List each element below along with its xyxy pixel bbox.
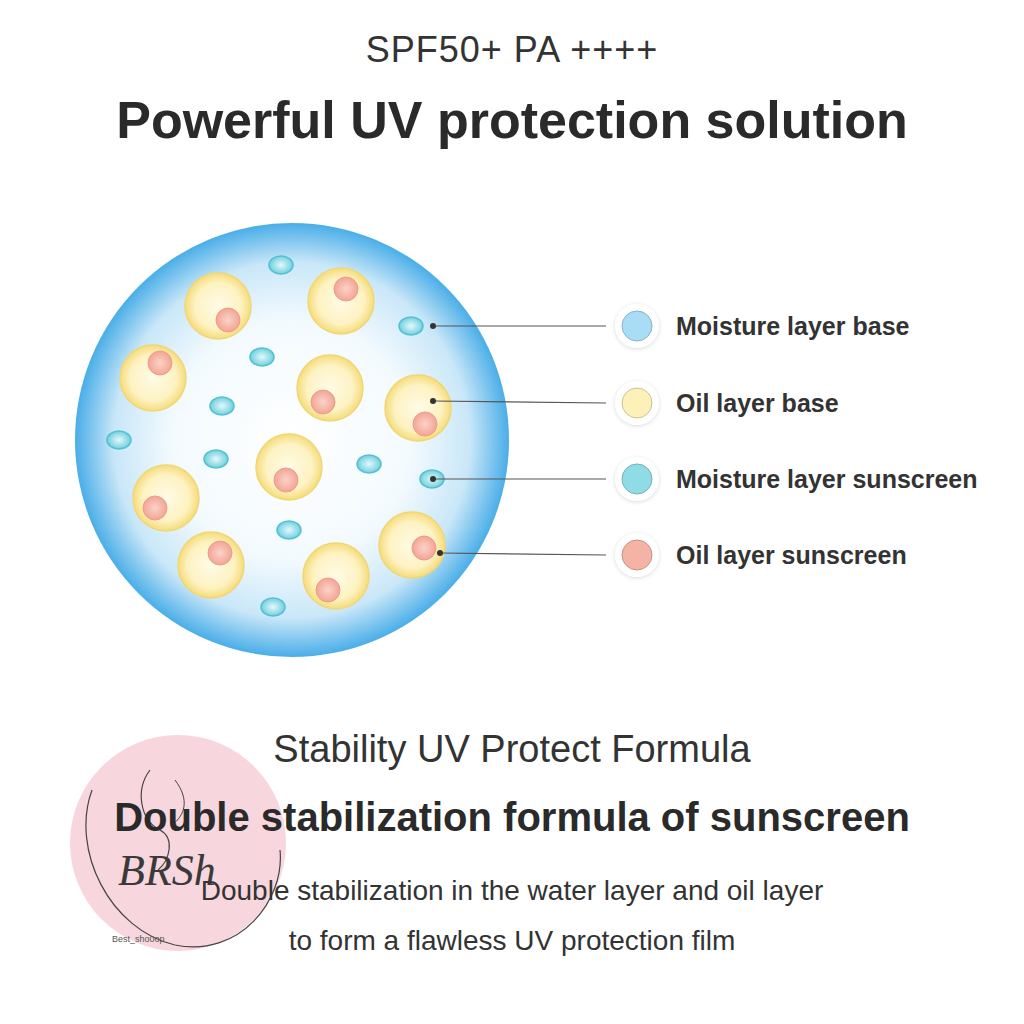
- watermark-handle: Best_sho0op: [112, 934, 165, 945]
- oil-sunscreen-dot: [143, 496, 167, 520]
- moisture-droplet: [399, 317, 423, 335]
- oil-droplet: [385, 375, 451, 441]
- oil-sunscreen-dot: [412, 536, 436, 560]
- main-title: Powerful UV protection solution: [0, 88, 1024, 152]
- oil-droplet: [297, 355, 363, 421]
- oil-sunscreen-dot: [148, 351, 172, 375]
- oil-droplet: [308, 268, 374, 334]
- oil-droplet: [379, 512, 445, 578]
- rating-text: SPF50+ PA ++++: [0, 28, 1024, 72]
- oil-sunscreen-dot: [274, 468, 298, 492]
- legend-swatch: [622, 388, 652, 418]
- caption-text: Double stabilization in the water layer …: [192, 866, 832, 966]
- emulsion-circle: [75, 223, 509, 657]
- oil-droplet: [133, 465, 199, 531]
- leader-dot: [430, 398, 436, 404]
- leader-dot: [430, 323, 436, 329]
- leader-line: [440, 553, 606, 555]
- oil-sunscreen-dot: [413, 412, 437, 436]
- oil-sunscreen-dot: [208, 541, 232, 565]
- leader-dot: [430, 476, 436, 482]
- swatch-halo: [615, 533, 659, 577]
- leader-line: [433, 478, 606, 479]
- leader-line: [433, 325, 606, 326]
- legend-swatch: [622, 311, 652, 341]
- leader-line: [433, 401, 606, 403]
- swatch-halo: [615, 457, 659, 501]
- moisture-droplet: [269, 256, 293, 274]
- moisture-droplet: [277, 521, 301, 539]
- legend-label: Moisture layer sunscreen: [676, 463, 978, 495]
- oil-droplet: [120, 345, 186, 411]
- swatch-halo: [615, 304, 659, 348]
- oil-droplet: [185, 273, 251, 339]
- leader-dot: [437, 550, 443, 556]
- legend-label: Oil layer sunscreen: [676, 539, 907, 571]
- legend-label: Moisture layer base: [676, 310, 909, 342]
- oil-sunscreen-dot: [311, 390, 335, 414]
- formula-subheading: Double stabilization formula of sunscree…: [0, 792, 1024, 842]
- legend-swatch: [622, 540, 652, 570]
- swatch-halo: [615, 381, 659, 425]
- oil-droplet: [256, 434, 322, 500]
- moisture-droplet: [204, 450, 228, 468]
- moisture-droplet: [107, 431, 131, 449]
- moisture-droplet: [210, 397, 234, 415]
- oil-sunscreen-dot: [316, 578, 340, 602]
- legend-swatch: [622, 464, 652, 494]
- watermark-logo: [70, 735, 286, 951]
- oil-sunscreen-dot: [334, 277, 358, 301]
- moisture-droplet: [357, 455, 381, 473]
- moisture-droplet: [261, 598, 285, 616]
- moisture-droplet: [250, 348, 274, 366]
- oil-sunscreen-dot: [216, 308, 240, 332]
- oil-droplet: [178, 532, 244, 598]
- formula-heading: Stability UV Protect Formula: [0, 726, 1024, 772]
- legend-label: Oil layer base: [676, 387, 839, 419]
- oil-droplet: [303, 543, 369, 609]
